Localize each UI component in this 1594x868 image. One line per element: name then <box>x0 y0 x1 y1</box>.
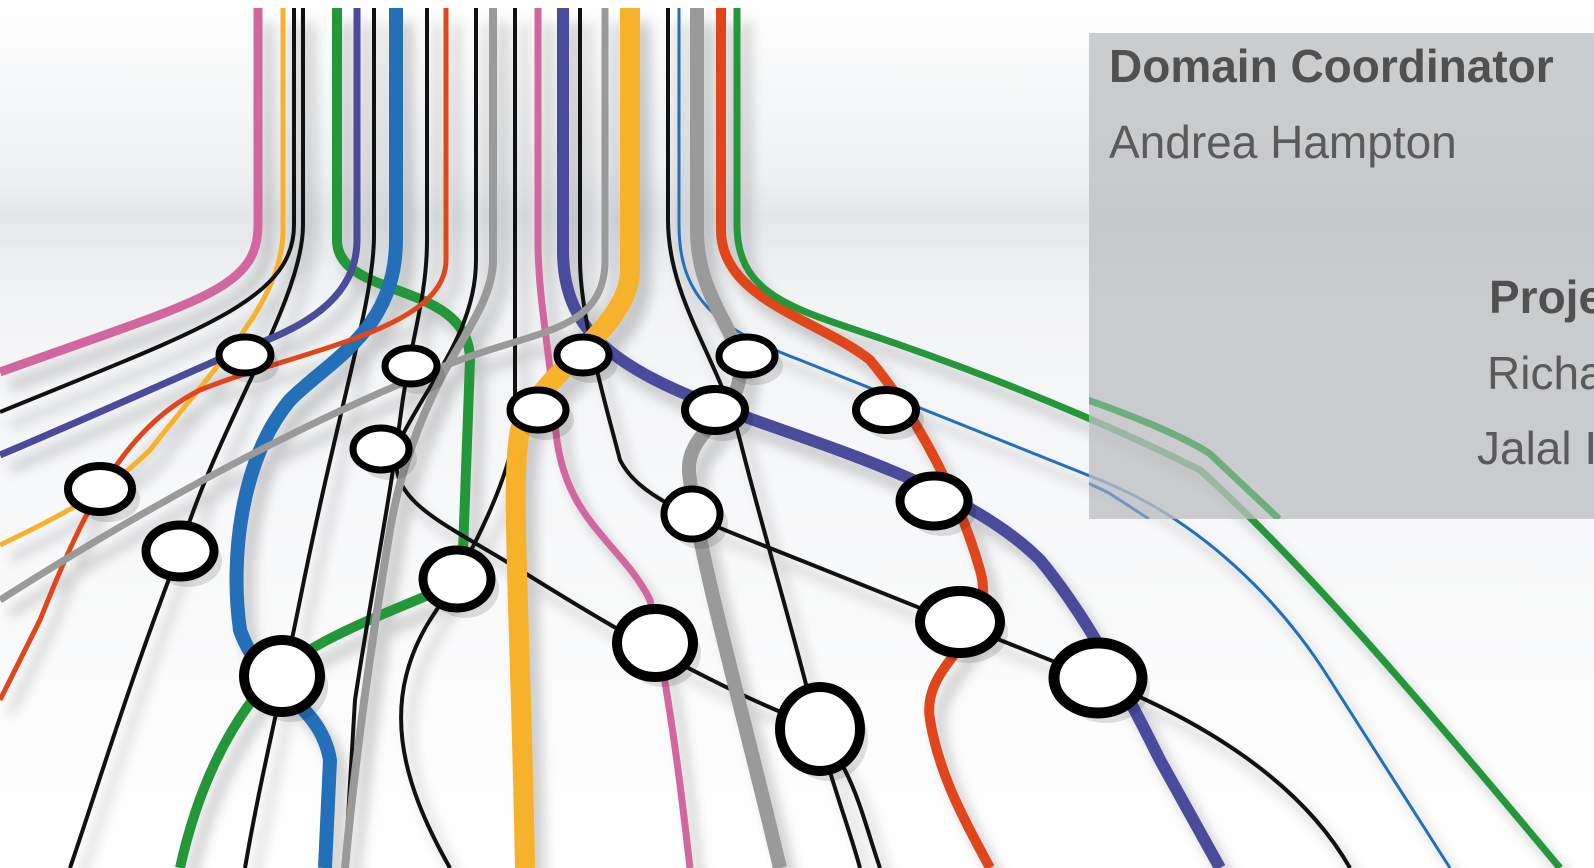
transit-stations <box>64 333 1150 781</box>
black-line-d <box>343 8 429 868</box>
red-line-main <box>716 8 995 868</box>
black-line-g <box>578 8 1352 868</box>
station-node <box>349 424 413 474</box>
info-panel: Domain Coordinator Andrea Hampton Proje … <box>1089 33 1594 519</box>
station-node <box>1048 637 1148 719</box>
gray-line-left <box>341 8 497 868</box>
station-node <box>418 545 496 613</box>
panel-overlay-lines <box>1089 396 1282 519</box>
station-node <box>660 485 724 543</box>
station-node <box>64 462 136 516</box>
black-line-h <box>666 8 862 868</box>
station-node <box>239 635 325 717</box>
black-line-f <box>399 8 517 868</box>
station-node <box>553 333 613 377</box>
station-node <box>506 386 570 434</box>
station-node <box>915 586 1005 658</box>
station-node <box>612 604 698 682</box>
station-node <box>852 386 920 434</box>
station-node <box>381 344 441 388</box>
station-node <box>681 385 749 435</box>
black-line-c <box>243 8 376 868</box>
project-member: Richa <box>1487 347 1594 399</box>
black-line-a <box>0 8 296 414</box>
red-line-left <box>0 8 449 702</box>
project-heading: Proje <box>1489 271 1594 323</box>
pink-line <box>0 8 263 377</box>
green-line-overlay <box>1089 396 1282 519</box>
project-member: Jalal I <box>1477 422 1594 474</box>
station-node <box>715 333 779 379</box>
gray-line-main <box>681 8 787 868</box>
orange-line-main <box>505 8 640 868</box>
station-node <box>775 682 865 776</box>
coordinator-heading: Domain Coordinator <box>1109 40 1554 92</box>
station-node <box>895 471 973 531</box>
coordinator-name: Andrea Hampton <box>1109 116 1457 168</box>
pink-line-mid <box>534 8 694 868</box>
station-node <box>215 333 275 377</box>
station-node <box>141 520 219 582</box>
blue-line-overlay <box>1089 481 1150 519</box>
